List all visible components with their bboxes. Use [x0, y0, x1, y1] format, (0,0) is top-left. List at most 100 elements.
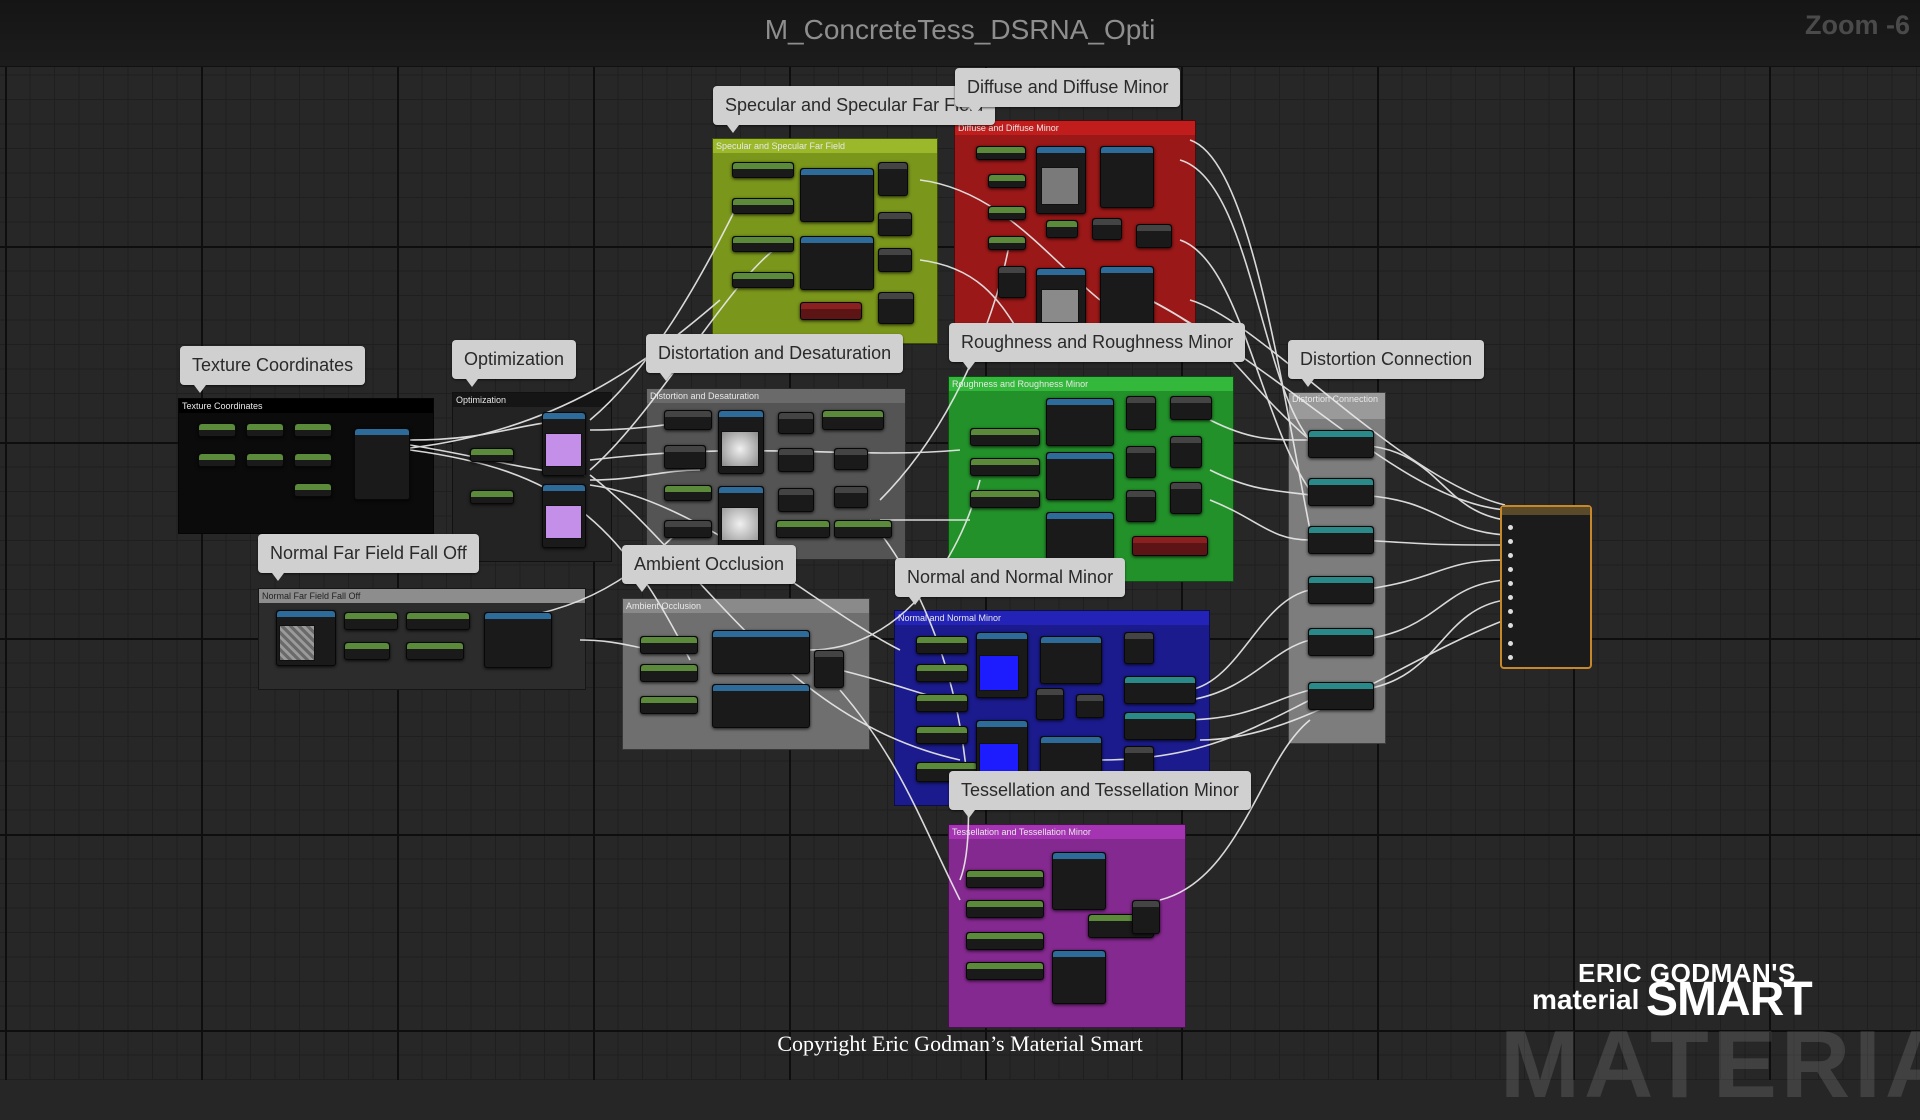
roughness-math-node[interactable]	[1170, 396, 1212, 420]
optimization-texture-node[interactable]	[542, 412, 586, 476]
distortion-connection-node[interactable]	[1308, 430, 1374, 458]
roughness-function-node[interactable]	[1046, 512, 1114, 560]
specular-math-node[interactable]	[878, 212, 912, 236]
texcoord-function-node[interactable]	[354, 428, 410, 500]
diffuse-function-node[interactable]	[1100, 266, 1154, 326]
diffuse-node[interactable]	[998, 266, 1026, 298]
distortion-param-node[interactable]	[834, 448, 868, 470]
normal-node[interactable]	[916, 664, 968, 682]
distortion-connection-node[interactable]	[1308, 526, 1374, 554]
input-pin[interactable]	[1508, 595, 1513, 600]
diffuse-node[interactable]	[976, 146, 1026, 160]
input-pin[interactable]	[1508, 655, 1513, 660]
normal-far-field-function-node[interactable]	[484, 612, 552, 668]
texcoord-node[interactable]	[198, 423, 236, 437]
texcoord-node[interactable]	[246, 423, 284, 437]
tessellation-math-node[interactable]	[1132, 900, 1160, 934]
input-pin[interactable]	[1508, 641, 1513, 646]
distortion-param-node[interactable]	[834, 520, 892, 538]
normal-far-field-node[interactable]	[406, 642, 464, 660]
input-pin[interactable]	[1508, 609, 1513, 614]
bubble-ambient-occlusion[interactable]: Ambient Occlusion	[622, 545, 797, 592]
bubble-texture-coordinates[interactable]: Texture Coordinates	[180, 346, 366, 393]
roughness-math-node[interactable]	[1126, 396, 1156, 430]
normal-function-node[interactable]	[1040, 636, 1102, 684]
normal-far-field-node[interactable]	[344, 612, 398, 630]
normal-far-field-node[interactable]	[344, 642, 390, 660]
input-pin[interactable]	[1508, 581, 1513, 586]
normal-math-node[interactable]	[1076, 694, 1104, 718]
distortion-math-node[interactable]	[778, 488, 814, 512]
ambient-occlusion-node[interactable]	[640, 696, 698, 714]
roughness-node[interactable]	[970, 458, 1040, 476]
roughness-math-node[interactable]	[1126, 446, 1156, 478]
texcoord-node[interactable]	[294, 483, 332, 497]
distortion-texture-node[interactable]	[718, 486, 764, 548]
specular-node[interactable]	[732, 236, 794, 252]
distortion-param-node[interactable]	[822, 410, 884, 430]
distortion-param-node[interactable]	[776, 520, 830, 538]
distortion-node[interactable]	[664, 445, 706, 469]
specular-param-node[interactable]	[800, 302, 862, 320]
normal-math-node[interactable]	[1124, 632, 1154, 664]
input-pin[interactable]	[1508, 525, 1513, 530]
distortion-param-node[interactable]	[834, 486, 868, 508]
material-result-node[interactable]	[1500, 505, 1592, 669]
diffuse-math-node[interactable]	[1046, 220, 1078, 238]
ambient-occlusion-math-node[interactable]	[814, 650, 844, 688]
roughness-math-node[interactable]	[1126, 490, 1156, 522]
distortion-connection-node[interactable]	[1308, 682, 1374, 710]
distortion-math-node[interactable]	[778, 448, 814, 472]
distortion-node[interactable]	[664, 485, 712, 501]
diffuse-texture-node[interactable]	[1036, 146, 1086, 214]
tessellation-function-node[interactable]	[1052, 950, 1106, 1004]
diffuse-texture-node[interactable]	[1036, 268, 1086, 330]
texcoord-node[interactable]	[198, 453, 236, 467]
bubble-normal[interactable]: Normal and Normal Minor	[895, 558, 1126, 605]
bubble-roughness[interactable]: Roughness and Roughness Minor	[949, 323, 1246, 370]
tessellation-function-node[interactable]	[1052, 852, 1106, 910]
roughness-math-node[interactable]	[1170, 436, 1202, 468]
bubble-specular[interactable]: Specular and Specular Far Field	[713, 86, 996, 133]
optimization-node[interactable]	[470, 490, 514, 504]
texcoord-node[interactable]	[294, 423, 332, 437]
roughness-function-node[interactable]	[1046, 452, 1114, 500]
normal-far-field-node[interactable]	[406, 612, 470, 630]
specular-function-node[interactable]	[800, 168, 874, 222]
ambient-occlusion-node[interactable]	[640, 664, 698, 682]
diffuse-node[interactable]	[988, 174, 1026, 188]
normal-math-node[interactable]	[1036, 688, 1064, 720]
normal-node[interactable]	[916, 636, 968, 654]
input-pin[interactable]	[1508, 567, 1513, 572]
bubble-distortion-connection[interactable]: Distortion Connection	[1288, 340, 1485, 387]
specular-node[interactable]	[732, 198, 794, 214]
optimization-node[interactable]	[470, 448, 514, 462]
bubble-optimization[interactable]: Optimization	[452, 340, 577, 387]
diffuse-function-node[interactable]	[1100, 146, 1154, 208]
ambient-occlusion-function-node[interactable]	[712, 684, 810, 728]
normal-param-node[interactable]	[1124, 712, 1196, 740]
tessellation-node[interactable]	[966, 870, 1044, 888]
input-pin[interactable]	[1508, 539, 1513, 544]
input-pin[interactable]	[1508, 623, 1513, 628]
normal-node[interactable]	[916, 694, 968, 712]
diffuse-node[interactable]	[988, 206, 1026, 220]
diffuse-math-node[interactable]	[1136, 224, 1172, 248]
distortion-texture-node[interactable]	[718, 410, 764, 474]
distortion-connection-node[interactable]	[1308, 576, 1374, 604]
roughness-node[interactable]	[970, 428, 1040, 446]
normal-texture-node[interactable]	[976, 632, 1028, 698]
distortion-connection-node[interactable]	[1308, 628, 1374, 656]
distortion-node[interactable]	[664, 410, 712, 430]
tessellation-node[interactable]	[966, 932, 1044, 950]
tessellation-node[interactable]	[966, 900, 1044, 918]
normal-node[interactable]	[916, 726, 968, 744]
diffuse-node[interactable]	[988, 236, 1026, 250]
input-pin[interactable]	[1508, 553, 1513, 558]
bubble-distortion-desaturation[interactable]: Distortation and Desaturation	[646, 334, 904, 381]
distortion-math-node[interactable]	[778, 412, 814, 434]
bubble-normal-far-field[interactable]: Normal Far Field Fall Off	[258, 534, 479, 581]
bubble-tessellation[interactable]: Tessellation and Tessellation Minor	[949, 771, 1251, 818]
distortion-node[interactable]	[664, 520, 712, 538]
